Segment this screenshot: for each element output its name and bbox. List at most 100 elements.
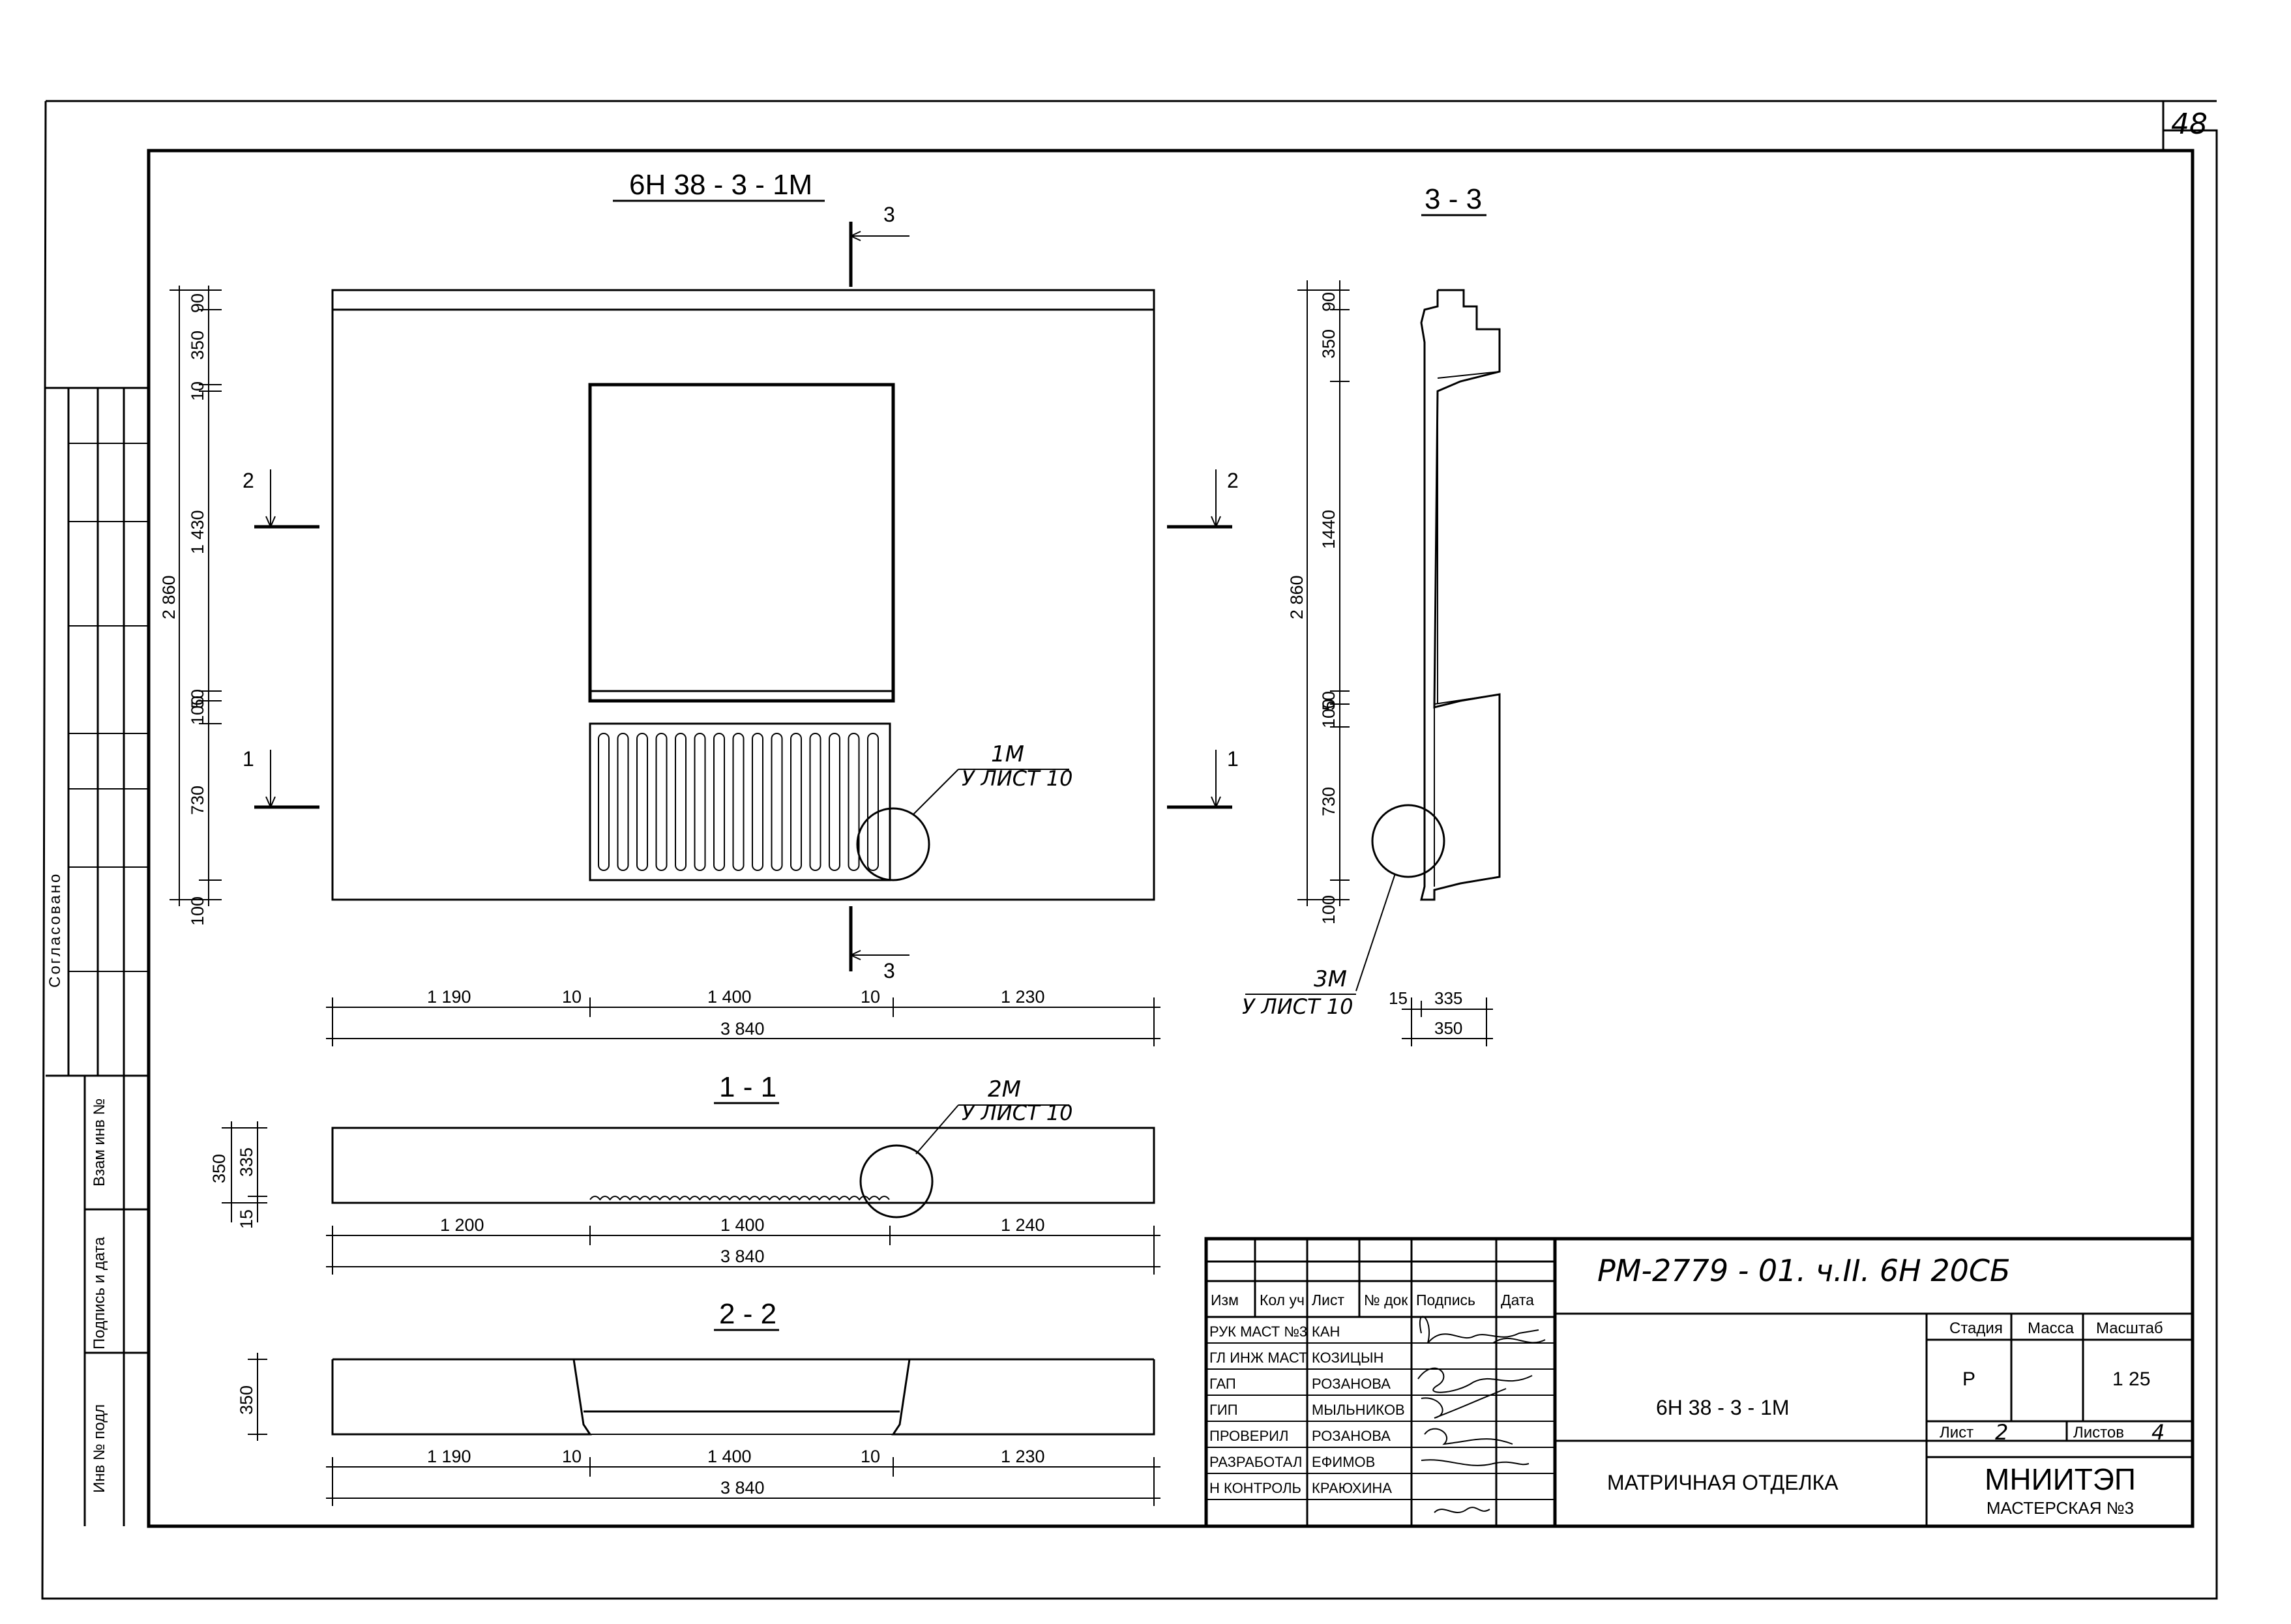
inv-replace-label: Взам инв № bbox=[91, 1099, 108, 1187]
title-block-name: РОЗАНОВА bbox=[1312, 1376, 1391, 1392]
relief-slot bbox=[598, 733, 610, 871]
main-horizontal-dim: 1 190 bbox=[427, 987, 471, 1007]
section-33-vertical-dim: 50 bbox=[1319, 691, 1338, 711]
organization-sub: МАСТЕРСКАЯ №3 bbox=[1987, 1498, 2134, 1518]
relief-slot bbox=[713, 733, 725, 871]
left-margin-stamp bbox=[46, 387, 149, 1526]
section-22-dim-3840: 3 840 bbox=[720, 1478, 765, 1498]
relief-slot bbox=[694, 733, 706, 871]
callout-1m-ref: У ЛИСТ 10 bbox=[962, 766, 1072, 791]
main-vertical-dim: 100 bbox=[188, 896, 207, 926]
main-vertical-dim: 50 bbox=[188, 689, 207, 709]
section-33-vertical-total: 2 860 bbox=[1287, 575, 1307, 619]
relief-slot bbox=[636, 733, 648, 871]
signatures bbox=[1417, 1316, 1546, 1513]
section-22-horizontal-dim: 1 190 bbox=[427, 1447, 471, 1466]
section-11-profile bbox=[331, 1127, 1155, 1204]
section-22-title: 2 - 2 bbox=[719, 1298, 776, 1330]
section-22-horizontal-dim-lines bbox=[326, 1457, 1160, 1506]
title-block-header: Дата bbox=[1501, 1292, 1534, 1308]
title-block-role: ГАП bbox=[1209, 1376, 1236, 1392]
title-block-header: Лист bbox=[1312, 1292, 1344, 1308]
relief-slot bbox=[867, 733, 879, 871]
main-vertical-dim: 730 bbox=[188, 786, 207, 815]
section-label-1-right: 1 bbox=[1227, 747, 1239, 771]
agreed-label: Согласовано bbox=[46, 872, 64, 988]
title-block-header: Кол уч bbox=[1260, 1292, 1305, 1308]
relief-slot bbox=[752, 733, 763, 871]
section-33-dim-15: 15 bbox=[1389, 988, 1408, 1008]
title-block-name: РОЗАНОВА bbox=[1312, 1428, 1391, 1444]
main-vertical-dim: 1 430 bbox=[188, 510, 207, 554]
sheet-title: МАТРИЧНАЯ ОТДЕЛКА bbox=[1607, 1471, 1839, 1494]
section-33-vertical-dim-lines bbox=[1297, 280, 1350, 906]
section-22-horizontal-dim: 10 bbox=[861, 1447, 880, 1466]
section-33-vertical-dim: 730 bbox=[1319, 787, 1338, 816]
stage-value: Р bbox=[1962, 1368, 1975, 1390]
title-block-name: КРАЮХИНА bbox=[1312, 1480, 1392, 1496]
title-block-role: Н КОНТРОЛЬ bbox=[1209, 1480, 1301, 1496]
main-view-title: 6Н 38 - 3 - 1М bbox=[629, 169, 812, 201]
section-label-3-bottom: 3 bbox=[883, 959, 895, 982]
section-22-horizontal-dim: 10 bbox=[562, 1447, 582, 1466]
title-block-role: ПРОВЕРИЛ bbox=[1209, 1428, 1288, 1444]
detail-circle-1m bbox=[856, 807, 930, 881]
relief-slot bbox=[732, 733, 745, 871]
scale-label: Масштаб bbox=[2096, 1320, 2163, 1337]
sheets-label: Листов bbox=[2073, 1424, 2124, 1441]
section-mark-2-right bbox=[1167, 469, 1232, 529]
main-vertical-total: 2 860 bbox=[159, 575, 179, 619]
section-33-dim-350: 350 bbox=[1434, 1018, 1462, 1038]
main-horizontal-total: 3 840 bbox=[720, 1019, 765, 1039]
section-33-bottom-dim-lines bbox=[1402, 997, 1493, 1046]
section-11-left-dim-lines bbox=[222, 1121, 267, 1222]
relief-slot bbox=[848, 733, 860, 871]
section-22-horizontal-dim: 1 400 bbox=[707, 1447, 752, 1466]
section-33-vertical-dim: 350 bbox=[1319, 329, 1338, 359]
section-33-vertical-dim: 90 bbox=[1319, 292, 1338, 312]
main-horizontal-dim: 10 bbox=[562, 987, 582, 1007]
sheet-number: 2 bbox=[1995, 1420, 2008, 1445]
detail-circle-2m bbox=[859, 1144, 934, 1218]
document-code: РМ-2779 - 01. ч.II. 6Н 20СБ bbox=[1597, 1253, 2011, 1288]
section-11-dim-1400: 1 400 bbox=[720, 1215, 765, 1235]
section-11-dim-1200: 1 200 bbox=[440, 1215, 484, 1235]
title-block-role: ГИП bbox=[1209, 1402, 1238, 1418]
relief-slot bbox=[829, 733, 840, 871]
callout-1m-mark: 1М bbox=[991, 741, 1024, 767]
section-11-dim-335: 335 bbox=[237, 1147, 256, 1177]
product-designation: 6Н 38 - 3 - 1М bbox=[1656, 1396, 1790, 1419]
title-block-header: Изм bbox=[1211, 1292, 1239, 1308]
title-block-grid bbox=[1204, 1237, 2195, 1528]
section-mark-1-left bbox=[254, 750, 319, 809]
sign-date-label: Подпись и дата bbox=[91, 1237, 108, 1350]
relief-slot bbox=[809, 733, 821, 871]
detail-circle-3m bbox=[1371, 804, 1445, 878]
section-33-dim-335: 335 bbox=[1434, 988, 1462, 1008]
section-22-horizontal-dim: 1 230 bbox=[1001, 1447, 1045, 1466]
section-22-dim-350: 350 bbox=[237, 1385, 256, 1415]
main-horizontal-dim-lines bbox=[326, 997, 1160, 1046]
main-panel-outline bbox=[331, 289, 1155, 901]
sheet-label: Лист bbox=[1940, 1424, 1973, 1441]
main-vertical-dim: 350 bbox=[188, 331, 207, 360]
section-11-dim-1240: 1 240 bbox=[1001, 1215, 1045, 1235]
mass-label: Масса bbox=[2028, 1320, 2075, 1337]
sheets-total: 4 bbox=[2151, 1420, 2165, 1445]
section-label-1-left: 1 bbox=[243, 747, 254, 771]
section-33-title: 3 - 3 bbox=[1425, 183, 1482, 215]
section-33-vertical-dim: 100 bbox=[1319, 895, 1338, 924]
section-label-3-top: 3 bbox=[883, 203, 895, 226]
callout-3m-ref: У ЛИСТ 10 bbox=[1242, 994, 1353, 1019]
main-horizontal-dim: 1 230 bbox=[1001, 987, 1045, 1007]
title-block-header: Подпись bbox=[1416, 1292, 1475, 1308]
section-mark-3-top bbox=[849, 222, 909, 287]
callout-2m-ref: У ЛИСТ 10 bbox=[962, 1100, 1072, 1125]
section-33-profile bbox=[1420, 289, 1501, 901]
section-11-dim-350: 350 bbox=[209, 1154, 229, 1183]
title-block-role: ГЛ ИНЖ МАСТ bbox=[1209, 1350, 1307, 1366]
section-mark-3-bottom bbox=[849, 906, 909, 971]
title-block-name: ЕФИМОВ bbox=[1312, 1454, 1375, 1470]
title-block-role: РУК МАСТ №3 bbox=[1209, 1323, 1307, 1340]
section-22-left-dim-lines bbox=[248, 1353, 267, 1441]
